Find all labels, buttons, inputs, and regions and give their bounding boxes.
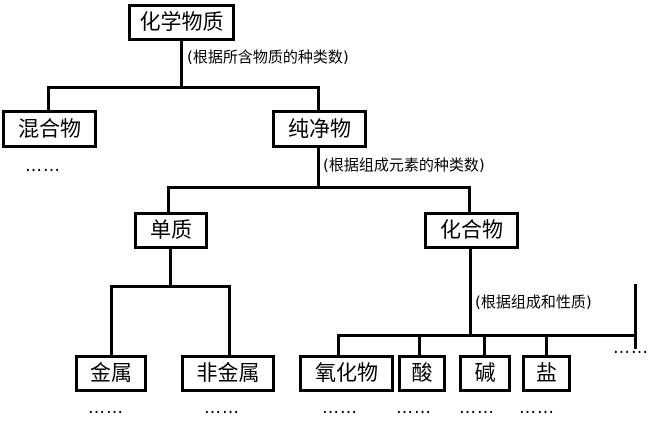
ellipsis-salt: ……: [519, 398, 555, 418]
node-oxide[interactable]: 氧化物: [299, 355, 394, 392]
edge-root-down: [180, 40, 183, 86]
node-label: 单质: [150, 218, 192, 242]
edge-element-down: [169, 248, 172, 288]
edge-to-compound-more: [634, 284, 637, 349]
node-label: 酸: [411, 361, 433, 385]
node-label: 非金属: [196, 361, 260, 385]
edge-to-pure: [317, 86, 320, 110]
node-compound[interactable]: 化合物: [424, 212, 519, 249]
node-mixture[interactable]: 混合物: [2, 110, 97, 148]
edge-element-bar: [110, 285, 231, 288]
edge-compound-down: [469, 248, 472, 286]
node-metal[interactable]: 金属: [75, 355, 147, 392]
node-root-chemical-substance[interactable]: 化学物质: [128, 4, 235, 41]
edge-level2-bar: [47, 86, 320, 89]
edge-to-oxide: [337, 334, 340, 357]
edge-to-mixture: [47, 86, 50, 110]
edge-to-compound: [468, 186, 471, 212]
annotation-by-substance-kinds: (根据所含物质的种类数): [186, 48, 350, 66]
node-label: 氧化物: [315, 361, 378, 385]
ellipsis-acid: ……: [396, 398, 432, 418]
edge-compound-bar: [337, 334, 637, 337]
ellipsis-nonmetal: ……: [204, 398, 240, 418]
edge-level3-bar: [167, 186, 471, 189]
ellipsis-compound-more: ……: [613, 338, 649, 358]
edge-to-element: [167, 186, 170, 212]
edge-to-acid: [418, 334, 421, 357]
edge-pure-down: [317, 148, 320, 189]
edge-to-nonmetal: [228, 285, 231, 355]
node-label: 混合物: [18, 116, 81, 141]
annotation-by-element-kinds: (根据组成元素的种类数): [322, 156, 486, 174]
node-pure-substance[interactable]: 纯净物: [272, 110, 367, 148]
edge-to-base: [483, 334, 486, 357]
node-base[interactable]: 碱: [459, 355, 511, 392]
edge-to-salt: [545, 334, 548, 357]
ellipsis-base: ……: [459, 398, 495, 418]
node-label: 盐: [536, 361, 557, 385]
node-label: 金属: [90, 361, 132, 385]
node-element[interactable]: 单质: [134, 212, 208, 249]
edge-to-metal: [110, 285, 113, 355]
ellipsis-oxide: ……: [322, 398, 358, 418]
node-label: 纯净物: [288, 116, 351, 141]
node-label: 碱: [474, 361, 496, 385]
node-nonmetal[interactable]: 非金属: [181, 355, 275, 392]
edge-compound-stem: [469, 284, 472, 337]
node-salt[interactable]: 盐: [522, 355, 571, 392]
node-label: 化学物质: [139, 10, 224, 34]
ellipsis-metal: ……: [88, 398, 124, 418]
ellipsis-mixture: ……: [25, 156, 61, 176]
annotation-by-composition-property: (根据组成和性质): [474, 293, 593, 311]
node-acid[interactable]: 酸: [398, 355, 446, 392]
node-label: 化合物: [440, 218, 503, 242]
